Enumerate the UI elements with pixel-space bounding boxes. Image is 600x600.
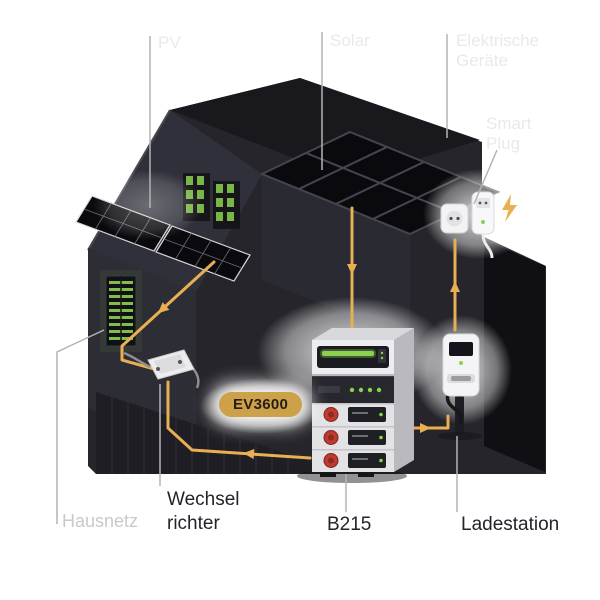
label-wechselrichter: Wechsel richter — [167, 489, 240, 534]
flow-arrow — [450, 281, 460, 292]
label-pv: PV — [158, 33, 181, 52]
right-block — [484, 240, 545, 472]
flow-arrow — [157, 302, 170, 314]
wallbox-charger — [438, 333, 482, 440]
flow-arrow — [347, 264, 357, 275]
label-solar: Solar — [330, 31, 370, 50]
control-module — [312, 376, 394, 403]
flow-arrow — [420, 423, 431, 433]
label-ladestation: Ladestation — [461, 514, 560, 535]
flash-icon — [502, 194, 517, 222]
badge-ev3600: EV3600 — [219, 392, 303, 417]
label-hausnetz: Hausnetz — [62, 511, 139, 531]
label-electrical-devices: Elektrische Geräte — [456, 31, 540, 70]
power-outlet — [440, 203, 469, 234]
led-strip — [322, 351, 374, 356]
charger-screen — [449, 342, 473, 356]
flow-arrow — [243, 449, 255, 459]
battery-stack — [297, 328, 414, 483]
battery-module — [312, 449, 394, 472]
battery-module — [312, 426, 394, 449]
leader-lines — [56, 32, 498, 524]
inverter-module — [312, 340, 394, 376]
energy-flow-lines — [120, 206, 460, 460]
battery-module — [312, 403, 394, 426]
label-b215: B215 — [327, 514, 372, 535]
micro-inverter — [123, 349, 200, 389]
window-green — [100, 270, 142, 352]
smart-plug — [471, 191, 495, 259]
label-smart-plug: Smart Plug — [486, 114, 532, 153]
charger-cable — [445, 393, 463, 425]
